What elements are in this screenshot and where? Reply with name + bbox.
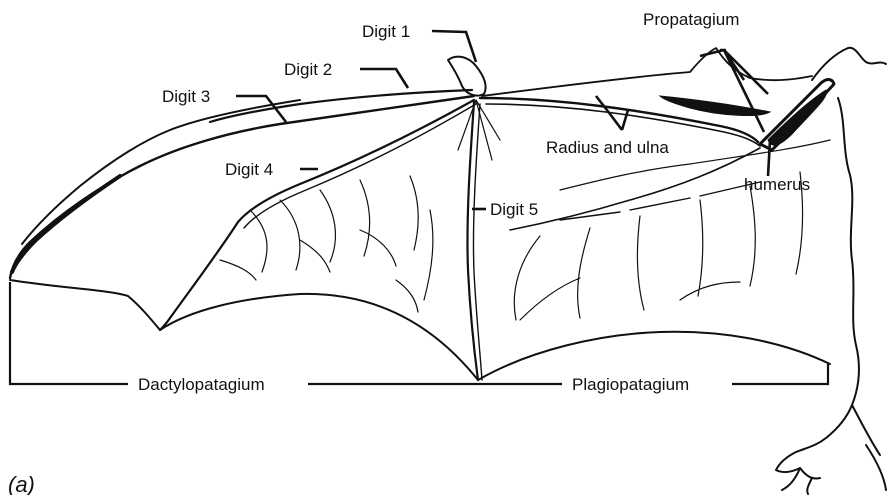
dactylopatagium-bracket	[10, 282, 478, 384]
label-digit-1: Digit 1	[362, 22, 410, 41]
wing-inner-edge	[510, 148, 760, 230]
digit-5-bone	[467, 102, 478, 380]
panel-label: (a)	[8, 472, 35, 495]
digit-5-bone-2	[473, 104, 482, 380]
digit-4-bone	[160, 100, 474, 330]
label-digit-4: Digit 4	[225, 160, 273, 179]
label-digit-3: Digit 3	[162, 87, 210, 106]
label-radius-ulna: Radius and ulna	[546, 138, 669, 157]
dactylopatagium-trailing-edge	[10, 280, 478, 380]
labels: Digit 1 Digit 2 Digit 3 Digit 4 Digit 5 …	[8, 10, 810, 495]
leader-humerus	[768, 140, 770, 176]
label-digit-2: Digit 2	[284, 60, 332, 79]
humerus-muscle	[768, 90, 827, 145]
wing-tip-thick-edge	[12, 176, 120, 272]
wing-dashed-vein	[560, 182, 760, 220]
label-propatagium: Propatagium	[643, 10, 739, 29]
label-plagiopatagium: Plagiopatagium	[572, 375, 689, 394]
digit-4-bone-2	[244, 104, 476, 228]
leader-digit-3	[236, 96, 286, 122]
body-outline	[776, 48, 886, 494]
leader-digit-2	[360, 69, 408, 88]
leader-propatagium	[700, 50, 768, 132]
label-humerus: humerus	[744, 175, 810, 194]
wrist-spokes	[458, 100, 500, 160]
plagiopatagium-trailing-edge	[478, 332, 830, 380]
label-dactylopatagium: Dactylopatagium	[138, 375, 265, 394]
label-digit-5: Digit 5	[490, 200, 538, 219]
